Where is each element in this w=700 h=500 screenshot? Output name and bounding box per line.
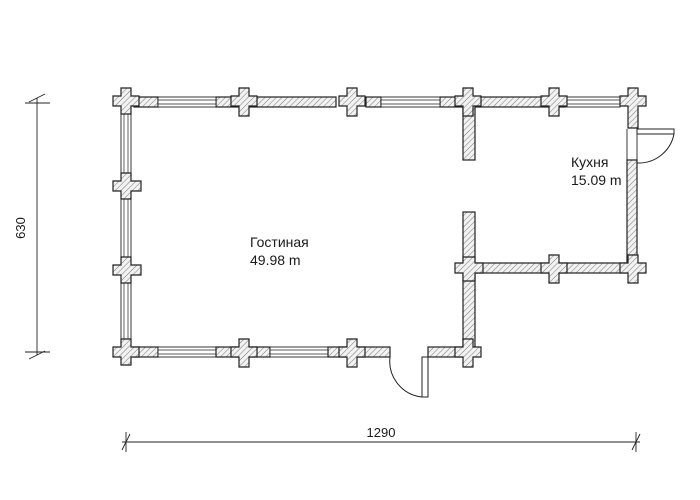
post-left-1 [112, 172, 142, 200]
room-living-name: Гостиная [250, 234, 309, 250]
post-corner-tr [619, 87, 647, 129]
post-left-2 [112, 256, 142, 284]
room-kitchen-area: 15.09 m [571, 172, 622, 188]
post-top-4 [540, 87, 568, 117]
dimension-vertical: 630 [13, 93, 50, 360]
width-dimension-label: 1290 [367, 425, 396, 440]
post-kitchen-corner [619, 254, 647, 284]
post-top-1 [230, 87, 258, 117]
post-corner-bl [112, 338, 140, 366]
post-bottom-1 [230, 338, 258, 368]
room-living: Гостиная 49.98 m [250, 234, 309, 268]
room-kitchen: Кухня 15.09 m [571, 154, 622, 188]
post-top-2 [338, 87, 366, 117]
post-kitchen-junction [454, 256, 484, 282]
post-bottom-2 [338, 338, 366, 368]
height-dimension-label: 630 [13, 217, 28, 239]
posts [112, 87, 647, 368]
post-top-3 [454, 87, 482, 117]
room-kitchen-name: Кухня [571, 154, 608, 170]
walls [120, 96, 638, 358]
dimension-horizontal: 1290 [121, 425, 641, 452]
door-kitchen [626, 128, 675, 164]
room-living-area: 49.98 m [250, 252, 301, 268]
post-corner-br [454, 338, 482, 368]
post-kitchen-mid [540, 254, 568, 284]
door-entrance [389, 356, 429, 398]
post-corner-tl [112, 87, 140, 115]
